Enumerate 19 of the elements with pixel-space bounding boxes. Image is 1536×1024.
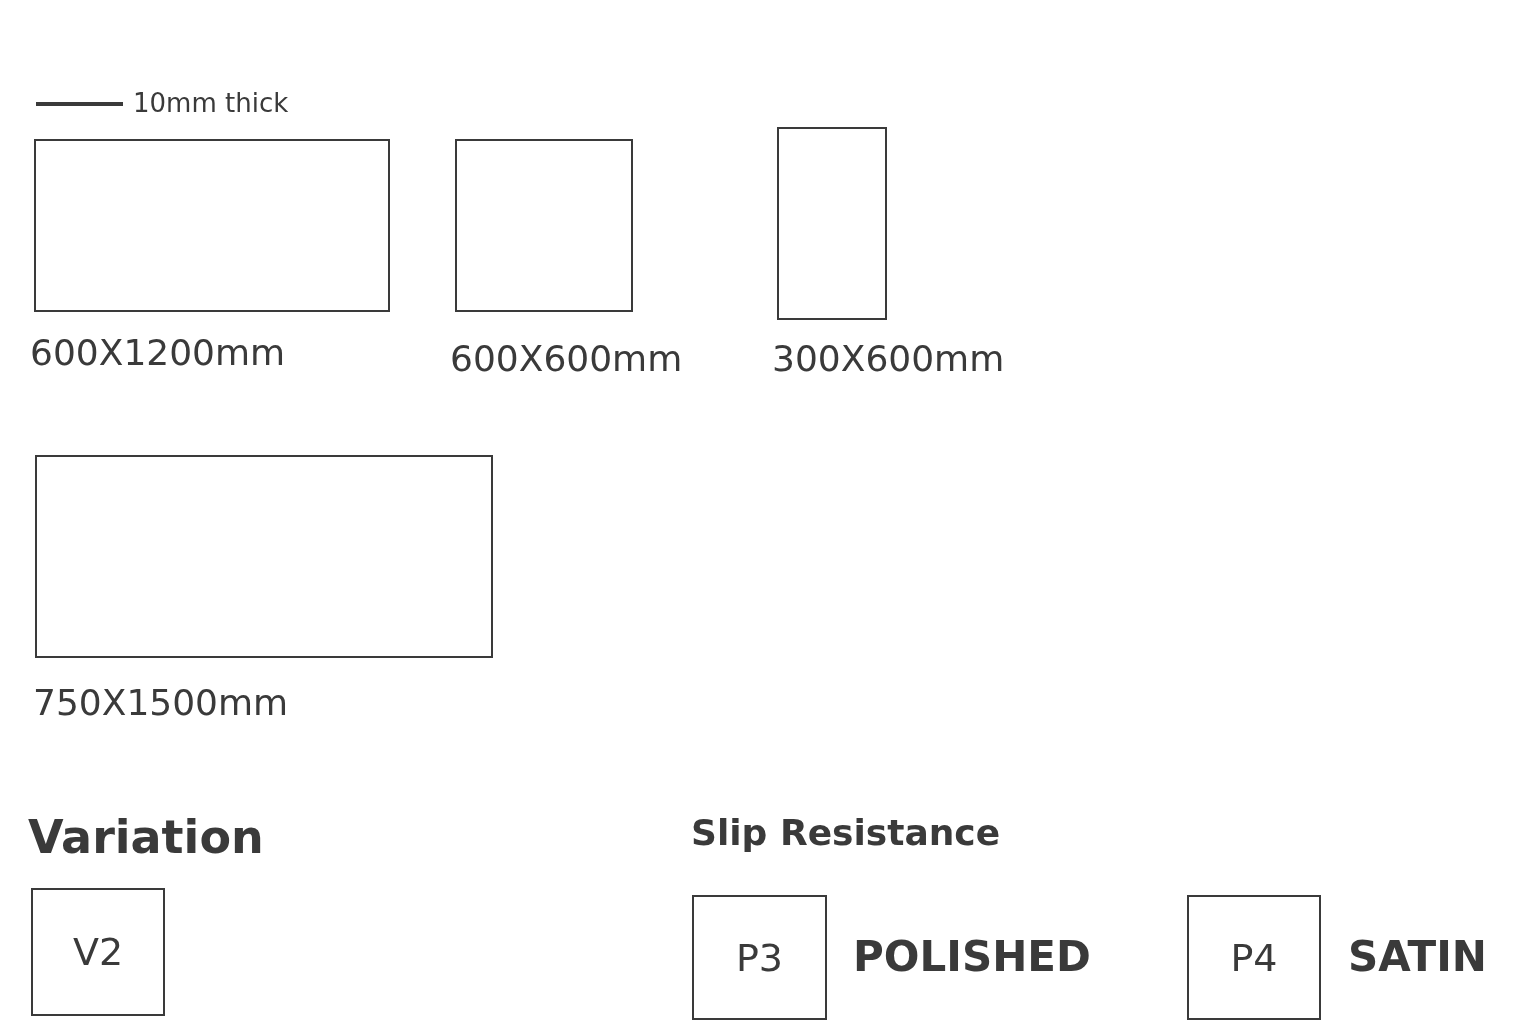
tile-outline [35,455,493,658]
size-caption: 600X600mm [450,338,683,379]
section-heading: Slip Resistance [691,812,1001,853]
slip-rating-box [692,895,827,1020]
tile-outline [34,139,390,312]
tile-outline [777,127,887,320]
finish-name: SATIN [1348,932,1487,981]
size-caption: 600X1200mm [30,332,286,373]
legend-text: 10mm thick [133,88,289,118]
slip-rating-code: P4 [1230,935,1278,980]
finish-name: POLISHED [853,932,1091,981]
slip-rating-code: P3 [735,935,784,980]
tile-outline [455,139,633,312]
variation-code: V2 [72,930,124,974]
size-caption: 300X600mm [772,338,1005,379]
slip-rating-box [1187,895,1321,1020]
section-heading: Variation [28,810,264,864]
variation-code-box [31,888,165,1016]
size-caption: 750X1500mm [33,682,289,723]
